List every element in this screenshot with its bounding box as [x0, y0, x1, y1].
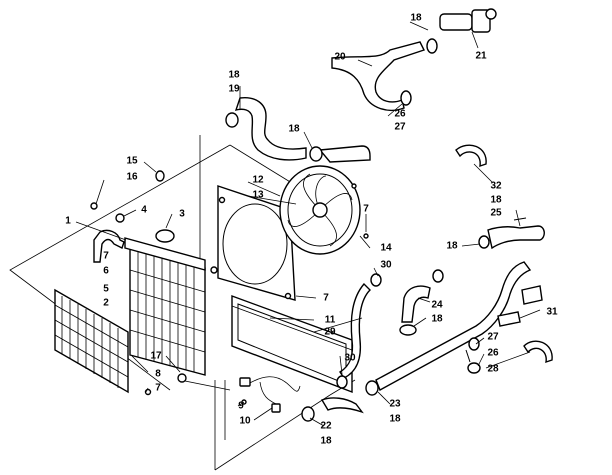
- callout-18: 18: [431, 314, 443, 325]
- callout-18: 18: [320, 436, 332, 447]
- leader-lines: [75, 21, 541, 427]
- overflow-hose: [93, 229, 125, 263]
- callout-7: 7: [323, 293, 329, 304]
- callout-30: 30: [380, 260, 392, 271]
- callout-27: 27: [394, 122, 406, 133]
- coolant-pipe: [365, 261, 532, 396]
- callout-16: 16: [126, 172, 138, 183]
- upper-bypass-hose: [331, 8, 497, 112]
- callout-29: 29: [324, 327, 336, 338]
- callout-27: 27: [487, 332, 499, 343]
- callout-6: 6: [103, 266, 109, 277]
- callout-21: 21: [475, 51, 487, 62]
- upper-radiator-hose: [225, 97, 371, 163]
- callout-20: 20: [334, 52, 346, 63]
- hose-clip: [465, 349, 481, 374]
- fan-shroud: [217, 185, 296, 301]
- callout-23: 23: [389, 399, 401, 410]
- lower-radiator-hose: [301, 397, 364, 422]
- callout-8: 8: [155, 369, 161, 380]
- callout-1: 1: [65, 216, 71, 227]
- callout-25: 25: [490, 208, 502, 219]
- callout-13: 13: [252, 190, 264, 201]
- hose-clamp: [426, 38, 438, 54]
- thermostat-hose: [399, 269, 444, 336]
- fan-wiring-harness: [239, 376, 301, 413]
- callout-32: 32: [490, 181, 502, 192]
- hose-clamp: [225, 112, 239, 128]
- callout-18: 18: [410, 13, 422, 24]
- callout-18: 18: [288, 124, 300, 135]
- radiator-screen: [54, 288, 152, 396]
- callout-9: 9: [238, 401, 244, 412]
- callout-18: 18: [389, 414, 401, 425]
- callout-26: 26: [487, 348, 499, 359]
- callout-labels: 18 21 20 26 27 18 19 18 15 16 12 13 1 4 …: [65, 13, 558, 447]
- callout-30: 30: [344, 353, 356, 364]
- band-clamp: [455, 144, 487, 168]
- callout-24: 24: [431, 300, 443, 311]
- callout-28: 28: [487, 364, 499, 375]
- mounting-brackets: [497, 285, 543, 327]
- hose-clamp: [400, 90, 412, 106]
- callout-31: 31: [546, 307, 558, 318]
- callout-5: 5: [103, 284, 109, 295]
- callout-18: 18: [490, 195, 502, 206]
- callout-7: 7: [363, 204, 369, 215]
- oil-cooler-hose: [336, 273, 382, 389]
- callout-7: 7: [103, 251, 109, 262]
- bypass-valve-body: [439, 13, 473, 31]
- callout-18: 18: [228, 70, 240, 81]
- cooling-fan: [279, 165, 369, 255]
- callout-22: 22: [320, 421, 332, 432]
- callout-2: 2: [103, 298, 109, 309]
- callout-26: 26: [394, 109, 406, 120]
- hose-clamp: [309, 146, 323, 162]
- band-clamp: [523, 340, 553, 364]
- callout-3: 3: [179, 209, 185, 220]
- return-hose: [478, 217, 545, 250]
- callout-10: 10: [239, 416, 251, 427]
- callout-17: 17: [150, 351, 162, 362]
- callout-18: 18: [446, 241, 458, 252]
- radiator: [90, 170, 218, 383]
- callout-19: 19: [228, 84, 240, 95]
- callout-7: 7: [155, 383, 161, 394]
- callout-14: 14: [380, 243, 392, 254]
- callout-12: 12: [252, 175, 264, 186]
- callout-11: 11: [325, 315, 336, 326]
- callout-15: 15: [126, 156, 138, 167]
- callout-4: 4: [141, 205, 147, 216]
- radiator-cap: [155, 229, 175, 243]
